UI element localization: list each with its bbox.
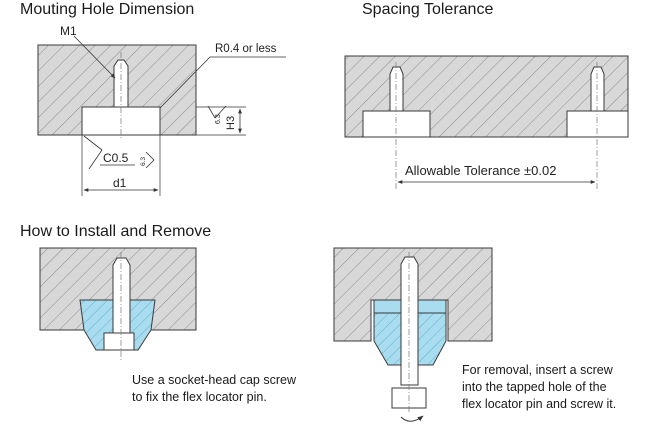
mounting-hole-title: Mouting Hole Dimension (20, 1, 195, 18)
install-caption-line: Use a socket-head cap screw (132, 373, 296, 387)
roughness-bottom-label: 6.3 (140, 157, 147, 166)
pin-tip (113, 59, 129, 108)
removal-caption-line: into the tapped hole of the (462, 380, 607, 394)
left-pin-body (362, 110, 431, 138)
install-figure (39, 247, 197, 360)
chamfer-label: C0.5 (103, 151, 129, 165)
left-pin-tip (389, 66, 404, 112)
tolerance-label: Allowable Tolerance ±0.02 (405, 163, 556, 178)
d1-label: d1 (113, 176, 127, 190)
removal-caption-line: For removal, insert a screw (462, 363, 613, 377)
right-pin-tip (590, 66, 605, 112)
right-pin-body (566, 110, 629, 138)
roughness-top-label: 6.3 (215, 114, 222, 124)
removal-figure (333, 247, 493, 422)
roughness-symbol-bottom (145, 151, 155, 169)
install-pin (112, 257, 131, 341)
h3-label: H3 (225, 116, 237, 130)
radius-label: R0.4 or less (215, 43, 277, 55)
spacing-tolerance-figure: Allowable Tolerance ±0.02 (344, 55, 629, 190)
install-remove-title: How to Install and Remove (20, 223, 212, 240)
install-caption-line: to fix the flex locator pin. (132, 390, 267, 404)
removal-caption: For removal, insert a screw into the tap… (462, 362, 616, 413)
roughness-symbol-top (207, 105, 227, 119)
removal-pin (400, 256, 419, 386)
mounting-hole-figure: M1 R0.4 or less H3 6.3 d1 C0.5 6.3 (37, 24, 286, 196)
m1-label: M1 (60, 24, 77, 38)
install-caption: Use a socket-head cap screw to fix the f… (132, 372, 296, 406)
rotation-arrow-icon (400, 415, 424, 422)
removal-caption-line: flex locator pin and screw it. (462, 397, 617, 411)
install-screw-head (103, 332, 135, 351)
spacing-tolerance-title: Spacing Tolerance (362, 1, 494, 18)
